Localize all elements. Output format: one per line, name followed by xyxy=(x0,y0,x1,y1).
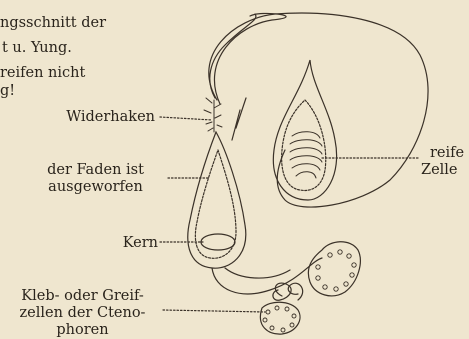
ejected-cell-spike xyxy=(232,98,246,140)
mature-cell-inner xyxy=(282,100,326,190)
adhesive-granules-right xyxy=(316,250,356,291)
mature-cell-outline xyxy=(273,60,336,200)
stalk-threads xyxy=(212,258,322,294)
nucleus-kern xyxy=(201,234,235,250)
leader-widerhaken xyxy=(160,117,212,120)
thread-loop-inner xyxy=(214,13,286,104)
leader-kleb xyxy=(163,310,265,312)
stalk-threads-2 xyxy=(225,268,290,278)
thread-stalk xyxy=(210,14,256,98)
adhesive-granules-lower xyxy=(263,306,296,332)
coiled-thread xyxy=(290,132,322,178)
